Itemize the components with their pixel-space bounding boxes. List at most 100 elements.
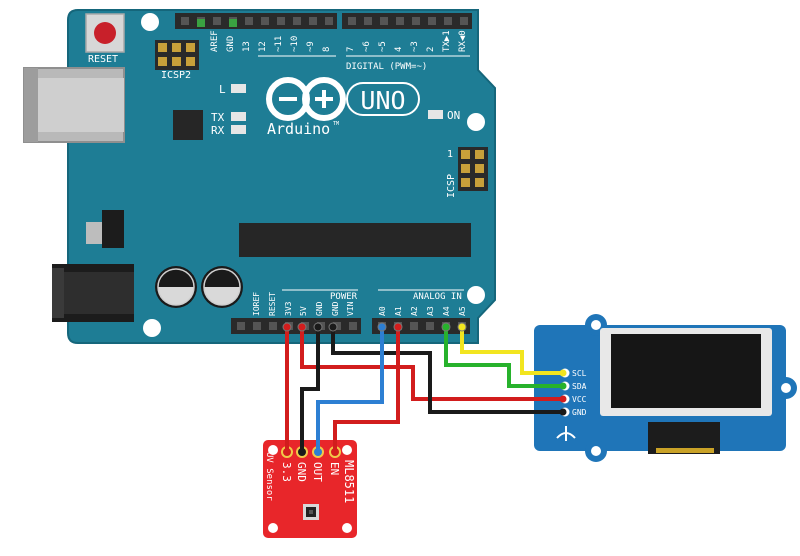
- wire-gnd-to-oled-gnd: [331, 324, 564, 414]
- power-pin-label-0: IOREF: [252, 292, 261, 316]
- digital-pin-label-8: 7: [346, 47, 356, 52]
- wire-end-pin: [297, 322, 307, 332]
- icsp-pin: [475, 150, 484, 159]
- wire-end-pin: [457, 322, 467, 332]
- digital-header-right-socket: [380, 17, 388, 25]
- uv-pin-label-2: OUT: [311, 462, 324, 482]
- uv-sensor-pcb: [263, 440, 357, 538]
- power-header-socket: [349, 322, 357, 330]
- digital-pin-label-7: 8: [322, 47, 332, 52]
- power-header-socket: [237, 322, 245, 330]
- mounting-hole: [342, 445, 352, 455]
- icsp-pin: [461, 164, 470, 173]
- mounting-hole: [268, 523, 278, 533]
- led-tx: [231, 112, 246, 121]
- uv-sensor-chip: [303, 504, 319, 520]
- digital-pin-label-14: TX▶1: [442, 30, 452, 52]
- power-pin-label-5: GND: [331, 301, 340, 316]
- icsp2-pin: [158, 57, 167, 66]
- mounting-hole: [143, 319, 161, 337]
- uno-badge: UNO: [346, 82, 420, 116]
- wire-end-pin: [282, 322, 292, 332]
- digital-pin-label-10: ~5: [378, 41, 388, 52]
- wire-end-pin: [298, 448, 306, 456]
- capacitor: [155, 266, 197, 308]
- mounting-hole: [342, 523, 352, 533]
- wire-end-pin: [559, 369, 567, 377]
- digital-header-left-socket: [213, 17, 221, 25]
- digital-header-left-socket: [181, 17, 189, 25]
- icsp2-pin: [186, 57, 195, 66]
- digital-pin-label-3: 12: [258, 41, 268, 52]
- power-header-socket: [269, 322, 277, 330]
- icsp2-pin: [186, 43, 195, 52]
- mounting-hole: [467, 286, 485, 304]
- digital-pin-label-9: ~6: [362, 41, 372, 52]
- oled-logo-icon: [556, 426, 576, 441]
- icsp2-pin: [172, 57, 181, 66]
- icsp-pin: [475, 164, 484, 173]
- wire-end-pin: [559, 382, 567, 390]
- analog-header: [372, 318, 470, 334]
- uv-pin-label-3: EN: [328, 462, 341, 475]
- digital-pin-label-4: ~11: [274, 36, 284, 52]
- uv-pin-label-1: GND: [295, 462, 308, 482]
- digital-header-right-socket: [348, 17, 356, 25]
- mounting-hole: [268, 445, 278, 455]
- pin-highlight: [197, 19, 205, 27]
- wire-a0-to-uv-out: [316, 324, 384, 454]
- wire-end-pin: [314, 448, 322, 456]
- digital-header-right-socket: [428, 17, 436, 25]
- capacitor: [201, 266, 243, 308]
- analog-pin-label-0: A0: [378, 306, 387, 316]
- digital-header-left-socket: [245, 17, 253, 25]
- uv-pin-label-0: 3.3: [280, 462, 293, 482]
- arduino-pcb: [67, 9, 496, 344]
- icsp2-pin: [158, 43, 167, 52]
- icsp-header: [458, 147, 488, 191]
- power-pin-label-4: GND: [315, 301, 324, 316]
- analog-pin-label-1: A1: [394, 306, 403, 316]
- analog-header-body: [372, 318, 470, 334]
- oled-pin-label-sda: SDA: [572, 382, 587, 391]
- analog-label: ANALOG IN: [413, 292, 462, 302]
- analog-header-socket: [410, 322, 418, 330]
- icsp-pin: [461, 178, 470, 187]
- trademark: TM: [333, 121, 339, 127]
- pin-highlight: [229, 19, 237, 27]
- icsp-pin1: 1: [447, 149, 453, 160]
- wire-end-pin: [441, 322, 451, 332]
- digital-header-left-socket: [309, 17, 317, 25]
- usb-connector: [23, 67, 125, 143]
- oled-pin-label-gnd: GND: [572, 408, 587, 417]
- digital-header-right-body: [342, 13, 472, 29]
- digital-pin-label-2: 13: [242, 41, 252, 52]
- wire-end-pin: [393, 322, 403, 332]
- power-pin-label-6: VIN: [346, 301, 355, 316]
- digital-header-right-socket: [396, 17, 404, 25]
- led-l: [231, 84, 246, 93]
- wire-end-pin: [559, 395, 567, 403]
- icsp2-pin: [172, 43, 181, 52]
- led-rx: [231, 125, 246, 134]
- wire-gnd-to-uv-gnd: [300, 324, 320, 454]
- digital-header-left-socket: [293, 17, 301, 25]
- wire-end-pin: [331, 448, 339, 456]
- digital-pin-label-13: 2: [426, 47, 436, 52]
- digital-label: DIGITAL (PWM=~): [346, 62, 427, 72]
- uno-text: UNO: [360, 86, 405, 115]
- digital-header-left-socket: [325, 17, 333, 25]
- digital-pin-label-5: ~10: [290, 36, 300, 52]
- reset-button[interactable]: [85, 13, 125, 53]
- uv-side-label: UV Sensor: [264, 452, 274, 501]
- icsp-pin: [461, 150, 470, 159]
- wire-a5-to-oled-scl: [460, 324, 564, 375]
- analog-pin-label-2: A2: [410, 306, 419, 316]
- icsp2-header: [155, 40, 199, 70]
- atmega328-chip: [239, 223, 471, 257]
